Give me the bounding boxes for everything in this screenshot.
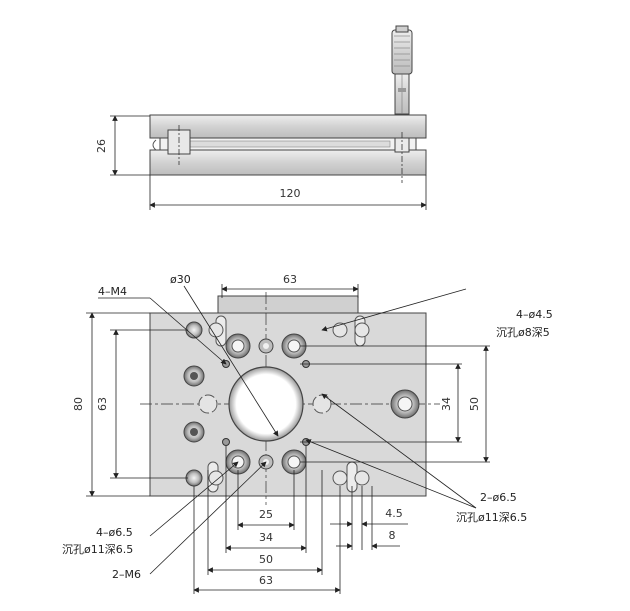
dim-right-50: 50 [468,397,481,411]
side-view: 26 120 [95,25,427,210]
callout-phi30: ø30 [170,273,191,286]
dim-left-63: 63 [96,397,109,411]
callout-hole45-line2: 沉孔ø8深5 [496,326,550,339]
dim-left-80: 80 [72,397,85,411]
side-bottom-plate [149,149,427,176]
dim-slot-4-5: 4.5 [385,507,403,520]
callout-hole45-line1: 4–ø4.5 [516,308,553,321]
callout-hole65l-line2: 沉孔ø11深6.5 [62,543,133,556]
dim-bottom-50: 50 [259,553,273,566]
callout-hole65r-line2: 沉孔ø11深6.5 [456,511,527,524]
dim-bottom-34: 34 [259,531,273,544]
callout-m6: 2–M6 [112,568,141,581]
left-holes [183,321,224,487]
dim-top-63: 63 [283,273,297,286]
dim-right-34: 34 [440,397,453,411]
micrometer-head-icon [391,25,413,115]
top-raised-tab [217,295,359,314]
top-view: 63 80 63 34 50 25 34 [62,273,553,594]
right-holes [312,322,420,486]
center-bore [228,366,304,442]
side-width-dim: 120 [280,187,301,200]
dim-slot-8: 8 [389,529,396,542]
callout-hole65r-line1: 2–ø6.5 [480,491,517,504]
dim-bottom-25: 25 [259,508,273,521]
side-top-plate [149,114,427,139]
callout-hole65l-line1: 4–ø6.5 [96,526,133,539]
side-height-dim: 26 [95,139,108,153]
callout-m4: 4–M4 [98,285,127,298]
dim-bottom-63: 63 [259,574,273,587]
